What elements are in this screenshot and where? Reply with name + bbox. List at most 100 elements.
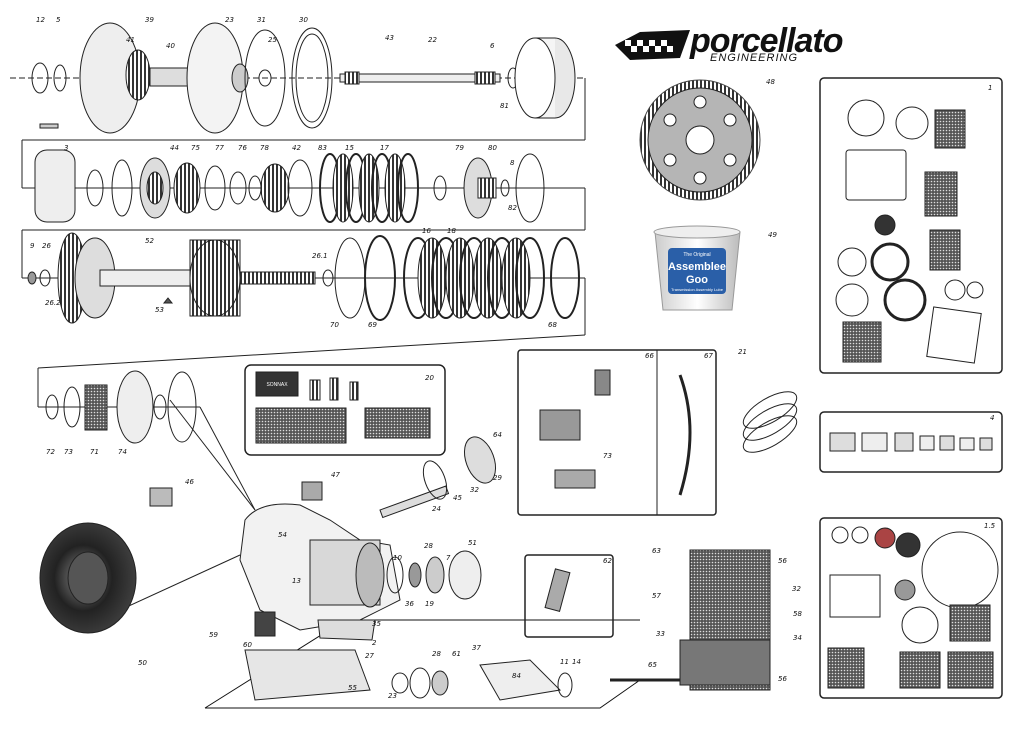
part-label: 43: [385, 34, 394, 42]
goo-label: The Original Assemblee Goo Transmission …: [668, 252, 726, 292]
part-label: 41: [126, 36, 135, 44]
part-label: 75: [191, 144, 200, 152]
part-label: 10: [393, 554, 402, 562]
part-label: 74: [118, 448, 127, 456]
part-label: 70: [330, 321, 339, 329]
row-3-parts: [21, 229, 586, 335]
brand-subtitle: ENGINEERING: [710, 52, 799, 64]
part-label: 71: [90, 448, 99, 456]
part-label: 68: [548, 321, 557, 329]
part-label: 50: [138, 659, 147, 667]
part-label: 13: [292, 577, 301, 585]
part-label: 72: [46, 448, 55, 456]
part-label: 78: [260, 144, 269, 152]
part-label: 24: [432, 505, 441, 513]
part-label: 63: [652, 547, 661, 555]
gasket-30: [291, 27, 333, 129]
goo-line3: Goo: [686, 274, 708, 286]
part-label: 77: [215, 144, 224, 152]
part-label: 32: [792, 585, 801, 593]
case-assembly: [39, 364, 641, 709]
goo-line4: Transmission Assembly Lube: [671, 287, 724, 292]
part-label: 33: [656, 630, 665, 638]
inset-box-20: [244, 364, 446, 456]
part-label: 2: [372, 639, 377, 647]
seal-12: [31, 62, 49, 94]
panel-4: [819, 411, 1003, 473]
part-label: 84: [512, 672, 521, 680]
part-label: 45: [453, 494, 462, 502]
part-label: 53: [155, 306, 164, 314]
part-label: 56: [778, 557, 787, 565]
part-label: 37: [472, 644, 481, 652]
part-label: 40: [166, 42, 175, 50]
part-label: 26.2: [45, 299, 61, 307]
part-label: 49: [768, 231, 777, 239]
part-label: 48: [766, 78, 775, 86]
part-label: 47: [331, 471, 340, 479]
row-1-parts: [10, 22, 586, 140]
part-label: 21: [738, 348, 747, 356]
part-label: 65: [648, 661, 657, 669]
turbine-shaft-43: [339, 73, 501, 83]
part-label: 32: [470, 486, 479, 494]
gasket-31: [244, 29, 286, 127]
part-label: 1.5: [984, 522, 996, 530]
part-47: [301, 481, 323, 501]
part-label: 7: [446, 554, 451, 562]
part-label: 3: [64, 144, 68, 152]
row-4-parts: [37, 334, 586, 511]
part-label: 23: [388, 692, 397, 700]
part-label: 15: [345, 144, 354, 152]
part-label: 27: [365, 652, 374, 660]
part-label: 35: [372, 620, 381, 628]
part-label: 39: [145, 16, 154, 24]
part-label: 44: [170, 144, 179, 152]
part-46: [149, 487, 173, 507]
part-label: 73: [64, 448, 73, 456]
part-label: 18: [447, 227, 456, 235]
row-2-parts: [21, 139, 586, 230]
panel-1: [819, 77, 1003, 374]
part-label: 55: [348, 684, 357, 692]
right-panels: [517, 77, 1003, 699]
part-label: 51: [468, 539, 477, 547]
part-label: 34: [793, 634, 802, 642]
part-label: 76: [238, 144, 247, 152]
manual-label: SONNAX: [266, 382, 288, 388]
part-label: 8: [510, 159, 515, 167]
part-label: 58: [793, 610, 802, 618]
part-label: 52: [145, 237, 154, 245]
part-label: 67: [704, 352, 713, 360]
part-label: 1: [988, 84, 992, 92]
part-label: 17: [380, 144, 389, 152]
part-label: 4: [990, 414, 994, 422]
part-label: 80: [488, 144, 497, 152]
goo-line1: The Original: [683, 252, 710, 258]
panel-1-5: [819, 517, 1003, 699]
bushing-5: [53, 64, 67, 92]
panel-66-67: [517, 349, 717, 516]
part-label: 16: [422, 227, 431, 235]
part-label: 9: [30, 242, 35, 250]
part-label: 12: [36, 16, 45, 24]
part-label: 46: [185, 478, 194, 486]
part-label: 28: [424, 542, 433, 550]
part-label: 82: [508, 204, 517, 212]
part-label: 62: [603, 557, 612, 565]
part-label: 20: [425, 374, 434, 382]
part-label: 11: [560, 658, 569, 666]
part-label: 57: [652, 592, 661, 600]
brand-flag-logo: [615, 30, 690, 60]
extension-housing: [479, 659, 562, 701]
part-label: 23: [225, 16, 234, 24]
part-label: 61: [452, 650, 461, 658]
part-label: 36: [405, 600, 414, 608]
drum-3: [34, 149, 76, 223]
panel-62: [524, 554, 614, 638]
part-label: 83: [318, 144, 327, 152]
part-label: 28: [432, 650, 441, 658]
goo-line2: Assemblee: [668, 261, 726, 273]
